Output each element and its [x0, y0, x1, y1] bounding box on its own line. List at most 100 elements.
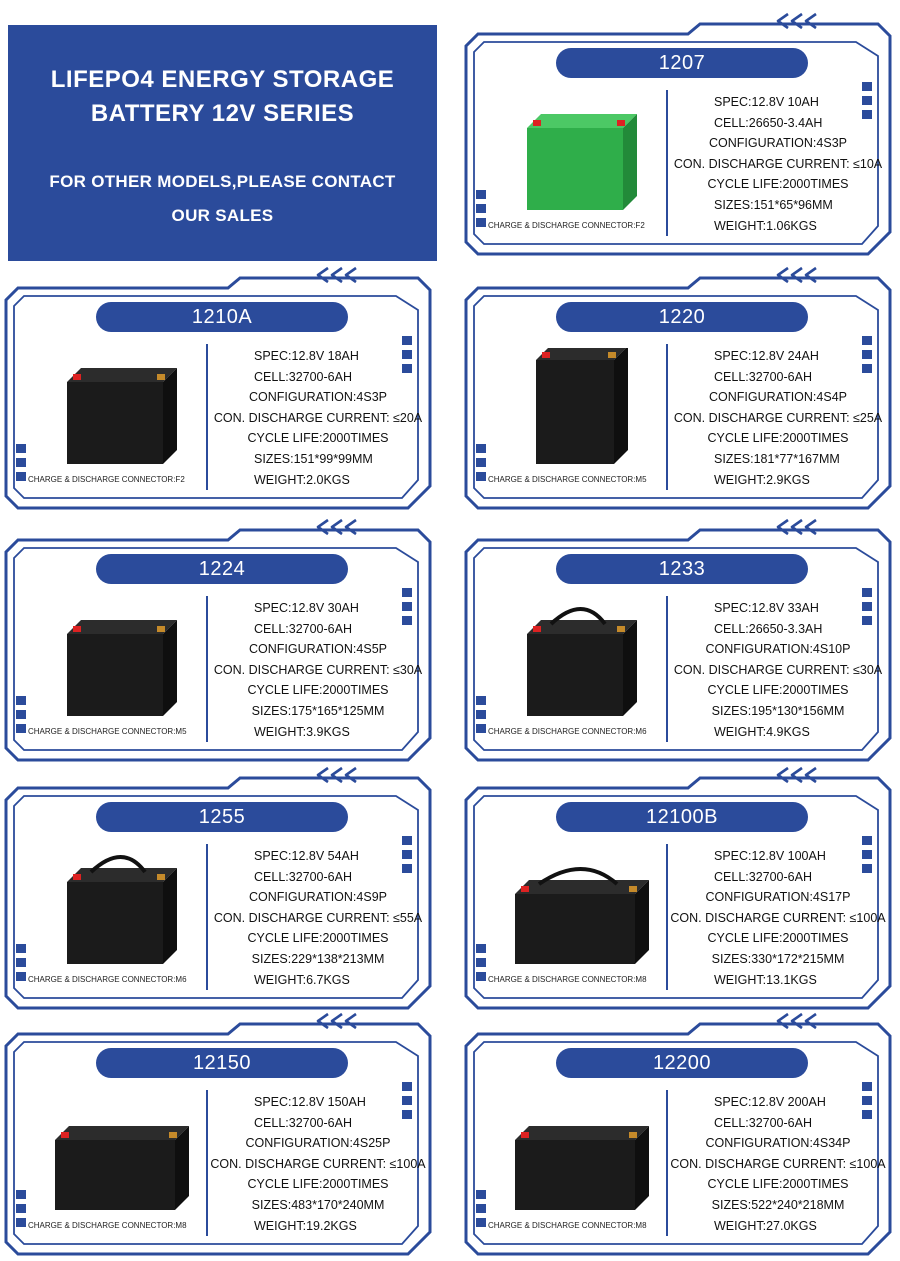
- spec-weight: WEIGHT:3.9KGS: [254, 724, 350, 739]
- battery-icon: [515, 867, 649, 964]
- square-icon: [476, 944, 486, 953]
- model-label: 1220: [556, 302, 808, 332]
- chevrons-icon: [776, 12, 817, 30]
- spec-divider: [666, 844, 668, 990]
- square-icon: [402, 1082, 412, 1091]
- spec-cycle-life: CYCLE LIFE:2000TIMES: [247, 1177, 389, 1192]
- product-card-12200: 12200 SPEC:12.8V 200AH CELL:32700-6AH CO…: [460, 1010, 896, 1260]
- connector-note: CHARGE & DISCHARGE CONNECTOR:F2: [28, 475, 185, 484]
- spec-discharge-current: CON. DISCHARGE CURRENT: ≤20A: [213, 410, 423, 425]
- spec-cycle-life: CYCLE LIFE:2000TIMES: [707, 1177, 849, 1192]
- square-icon: [16, 444, 26, 453]
- card-frame: [464, 1012, 892, 1256]
- product-card-12150: 12150 SPEC:12.8V 150AH CELL:32700-6AH CO…: [0, 1010, 436, 1260]
- square-icon: [16, 1218, 26, 1227]
- series-header: LIFEPO4 ENERGY STORAGE BATTERY 12V SERIE…: [8, 25, 437, 261]
- connector-note: CHARGE & DISCHARGE CONNECTOR:M5: [488, 475, 647, 484]
- spec-voltage: SPEC:12.8V 54AH: [254, 849, 359, 863]
- spec-configuration: CONFIGURATION:4S3P: [249, 390, 387, 405]
- spec-cycle-life: CYCLE LIFE:2000TIMES: [707, 431, 849, 446]
- terminal-positive: [533, 120, 541, 126]
- square-icon: [476, 696, 486, 705]
- battery-front: [527, 634, 623, 716]
- spec-cell: CELL:32700-6AH: [254, 369, 352, 384]
- terminal-positive: [73, 874, 81, 880]
- square-icon: [402, 850, 412, 859]
- spec-configuration: CONFIGURATION:4S17P: [705, 890, 851, 905]
- terminal-negative: [169, 1132, 177, 1138]
- battery-icon: [515, 1126, 649, 1210]
- terminal-negative: [608, 352, 616, 358]
- battery-icon: [536, 348, 628, 464]
- model-label: 1210A: [96, 302, 348, 332]
- battery-side: [623, 114, 637, 210]
- connector-note: CHARGE & DISCHARGE CONNECTOR:M5: [28, 727, 187, 736]
- model-label: 12100B: [556, 802, 808, 832]
- square-icon: [402, 602, 412, 611]
- square-icon: [402, 616, 412, 625]
- model-label: 1255: [96, 802, 348, 832]
- spec-cell: CELL:32700-6AH: [254, 1115, 352, 1130]
- square-icon: [862, 602, 872, 611]
- spec-cycle-life: CYCLE LIFE:2000TIMES: [247, 931, 389, 946]
- spec-divider: [666, 596, 668, 742]
- battery-side: [623, 620, 637, 716]
- battery-front: [67, 882, 163, 964]
- product-card-1207: 1207 SPEC:12.8V 10AH CELL:26650-3.4AH CO…: [460, 10, 896, 260]
- battery-front: [515, 1140, 635, 1210]
- spec-configuration: CONFIGURATION:4S25P: [245, 1136, 391, 1151]
- square-icon: [476, 444, 486, 453]
- terminal-positive: [533, 626, 541, 632]
- spec-list: SPEC:12.8V 30AH CELL:32700-6AH CONFIGURA…: [208, 598, 428, 742]
- spec-cycle-life: CYCLE LIFE:2000TIMES: [247, 431, 389, 446]
- model-label: 12150: [96, 1048, 348, 1078]
- terminal-positive: [73, 374, 81, 380]
- spec-weight: WEIGHT:2.9KGS: [714, 472, 810, 487]
- spec-voltage: SPEC:12.8V 24AH: [714, 349, 819, 363]
- battery-side: [163, 620, 177, 716]
- terminal-positive: [521, 1132, 529, 1138]
- terminal-negative: [617, 626, 625, 632]
- spec-list: SPEC:12.8V 33AH CELL:26650-3.3AH CONFIGU…: [668, 598, 888, 742]
- spec-discharge-current: CON. DISCHARGE CURRENT: ≤10A: [673, 156, 883, 171]
- square-icon: [402, 1096, 412, 1105]
- square-icon: [862, 1082, 872, 1091]
- chevrons-icon: [776, 518, 817, 536]
- square-icon: [862, 364, 872, 373]
- square-icon: [16, 458, 26, 467]
- square-icon: [476, 724, 486, 733]
- product-card-1233: 1233 SPEC:12.8V 33AH CELL:26650-3.3AH CO…: [460, 516, 896, 766]
- square-icon: [476, 710, 486, 719]
- battery-side: [635, 880, 649, 964]
- chevrons-icon: [316, 1012, 357, 1030]
- spec-configuration: CONFIGURATION:4S34P: [705, 1136, 851, 1151]
- model-label: 12200: [556, 1048, 808, 1078]
- square-icon: [476, 458, 486, 467]
- battery-handle: [549, 607, 607, 626]
- square-icon: [862, 1110, 872, 1119]
- battery-front: [515, 894, 635, 964]
- spec-discharge-current: CON. DISCHARGE CURRENT: ≤25A: [673, 410, 883, 425]
- square-icon: [476, 1218, 486, 1227]
- square-icon: [402, 350, 412, 359]
- product-card-1220: 1220 SPEC:12.8V 24AH CELL:32700-6AH CONF…: [460, 264, 896, 514]
- battery-icon: [527, 114, 637, 210]
- spec-voltage: SPEC:12.8V 10AH: [714, 95, 819, 109]
- connector-note: CHARGE & DISCHARGE CONNECTOR:M8: [28, 1221, 187, 1230]
- battery-side: [163, 368, 177, 464]
- spec-sizes: SIZES:195*130*156MM: [711, 703, 845, 718]
- battery-front: [55, 1140, 175, 1210]
- spec-weight: WEIGHT:1.06KGS: [714, 218, 817, 233]
- battery-top: [67, 368, 177, 382]
- chevrons-icon: [776, 266, 817, 284]
- spec-voltage: SPEC:12.8V 200AH: [714, 1095, 826, 1109]
- spec-sizes: SIZES:229*138*213MM: [251, 951, 385, 966]
- connector-note: CHARGE & DISCHARGE CONNECTOR:F2: [488, 221, 645, 230]
- spec-cycle-life: CYCLE LIFE:2000TIMES: [707, 177, 849, 192]
- battery-icon: [67, 855, 177, 964]
- spec-configuration: CONFIGURATION:4S9P: [249, 890, 387, 905]
- model-label: 1233: [556, 554, 808, 584]
- square-icon: [476, 204, 486, 213]
- square-icon: [476, 972, 486, 981]
- square-icon: [476, 1204, 486, 1213]
